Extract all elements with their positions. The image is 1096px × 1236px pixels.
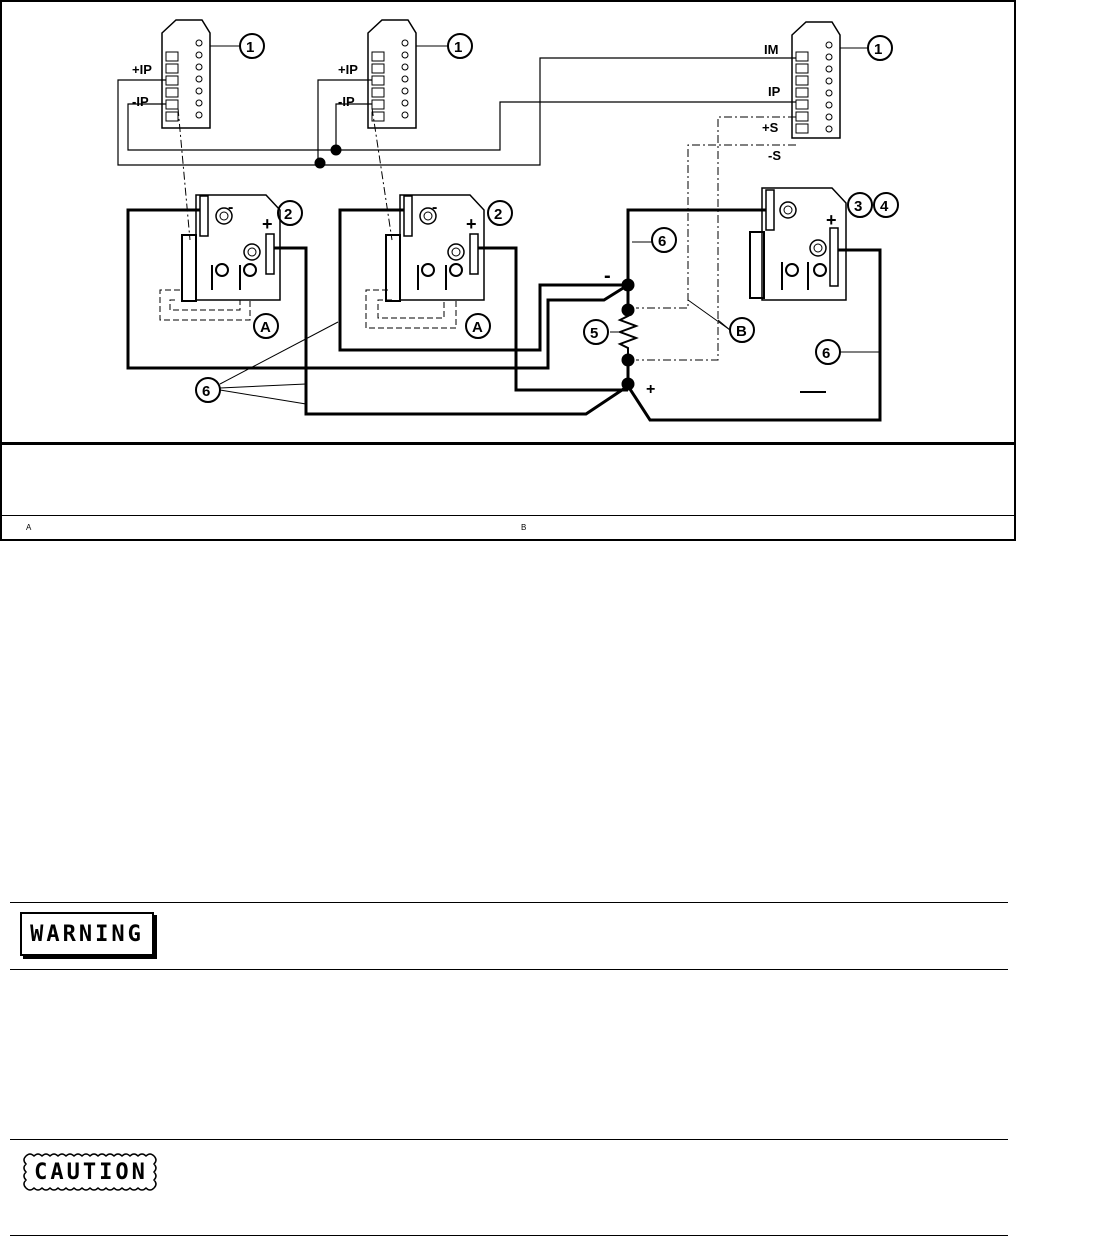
module-left bbox=[181, 194, 303, 339]
local-sense-loops bbox=[159, 289, 457, 329]
label-im: IM bbox=[764, 42, 778, 57]
label-plus: + bbox=[466, 214, 477, 234]
callout-circle bbox=[729, 317, 755, 343]
junction-dot bbox=[314, 157, 326, 169]
warning-rule-bottom bbox=[10, 969, 1008, 970]
callout-6-top: 6 bbox=[658, 233, 666, 250]
label-minus-ip: -IP bbox=[132, 94, 149, 109]
output-wires bbox=[126, 208, 882, 422]
note-b: B bbox=[736, 323, 747, 340]
figure-frame-left bbox=[0, 0, 2, 540]
sense-wires bbox=[177, 107, 796, 361]
figure-divider bbox=[0, 442, 1016, 445]
junction-dot bbox=[330, 144, 342, 156]
connector-left bbox=[161, 19, 265, 129]
caution-label: CAUTION bbox=[34, 1159, 148, 1185]
callout-6-left: 6 bbox=[202, 383, 210, 400]
callout-1-middle: 1 bbox=[454, 39, 462, 56]
callout-2-middle: 2 bbox=[494, 206, 502, 223]
callout-circle bbox=[815, 339, 841, 365]
junction-dot bbox=[621, 377, 635, 391]
label-plus-ip: +IP bbox=[338, 62, 358, 77]
label-minus: - bbox=[432, 199, 437, 216]
note-a-left: A bbox=[260, 319, 271, 336]
caution-label-box: CAUTION bbox=[20, 1152, 162, 1192]
figure-frame bbox=[0, 0, 1016, 540]
callout-5: 5 bbox=[590, 325, 598, 342]
note-a-middle: A bbox=[472, 319, 483, 336]
junction-dot bbox=[621, 303, 635, 317]
module-right bbox=[749, 187, 899, 301]
callout-3: 3 bbox=[854, 198, 862, 215]
label-plus: + bbox=[262, 214, 273, 234]
connector-middle bbox=[367, 19, 473, 129]
figure-bottom-border bbox=[0, 539, 1016, 541]
label-minus-s: -S bbox=[768, 148, 781, 163]
label-plus: + bbox=[826, 210, 837, 230]
junction-dot bbox=[621, 278, 635, 292]
signal-wires bbox=[117, 57, 796, 166]
legend-marker-a: A bbox=[26, 523, 32, 532]
warning-label: WARNING bbox=[30, 921, 144, 947]
legend-divider bbox=[0, 515, 1016, 516]
label-plus-s: +S bbox=[762, 120, 779, 135]
label-plus-ip: +IP bbox=[132, 62, 152, 77]
module-middle bbox=[385, 194, 513, 339]
callout-1-right: 1 bbox=[874, 41, 882, 58]
label-minus-ip: -IP bbox=[338, 94, 355, 109]
callout-4: 4 bbox=[880, 198, 889, 215]
callout-1-left: 1 bbox=[246, 39, 254, 56]
load-resistor bbox=[617, 310, 639, 355]
load-plus-label: + bbox=[646, 381, 655, 398]
warning-label-box: WARNING bbox=[20, 912, 154, 956]
callout-6-right: 6 bbox=[822, 345, 830, 362]
wiring-diagram: +IP -IP 1 +IP -IP 1 IM IP +S -S 1 - + 2 … bbox=[117, 19, 899, 422]
connector-right bbox=[791, 21, 893, 139]
load-minus-label: - bbox=[604, 265, 611, 287]
label-minus: - bbox=[228, 199, 233, 216]
warning-rule-top bbox=[10, 902, 1008, 903]
label-ip: IP bbox=[768, 84, 781, 99]
callout-circle bbox=[195, 377, 221, 403]
callout-circle bbox=[651, 227, 677, 253]
callout-circle bbox=[583, 319, 609, 345]
legend-marker-b: B bbox=[521, 523, 527, 532]
caution-rule-top bbox=[10, 1139, 1008, 1140]
caution-scalloped-border bbox=[23, 1153, 157, 1191]
callout-2-left: 2 bbox=[284, 206, 292, 223]
junction-dot bbox=[621, 353, 635, 367]
